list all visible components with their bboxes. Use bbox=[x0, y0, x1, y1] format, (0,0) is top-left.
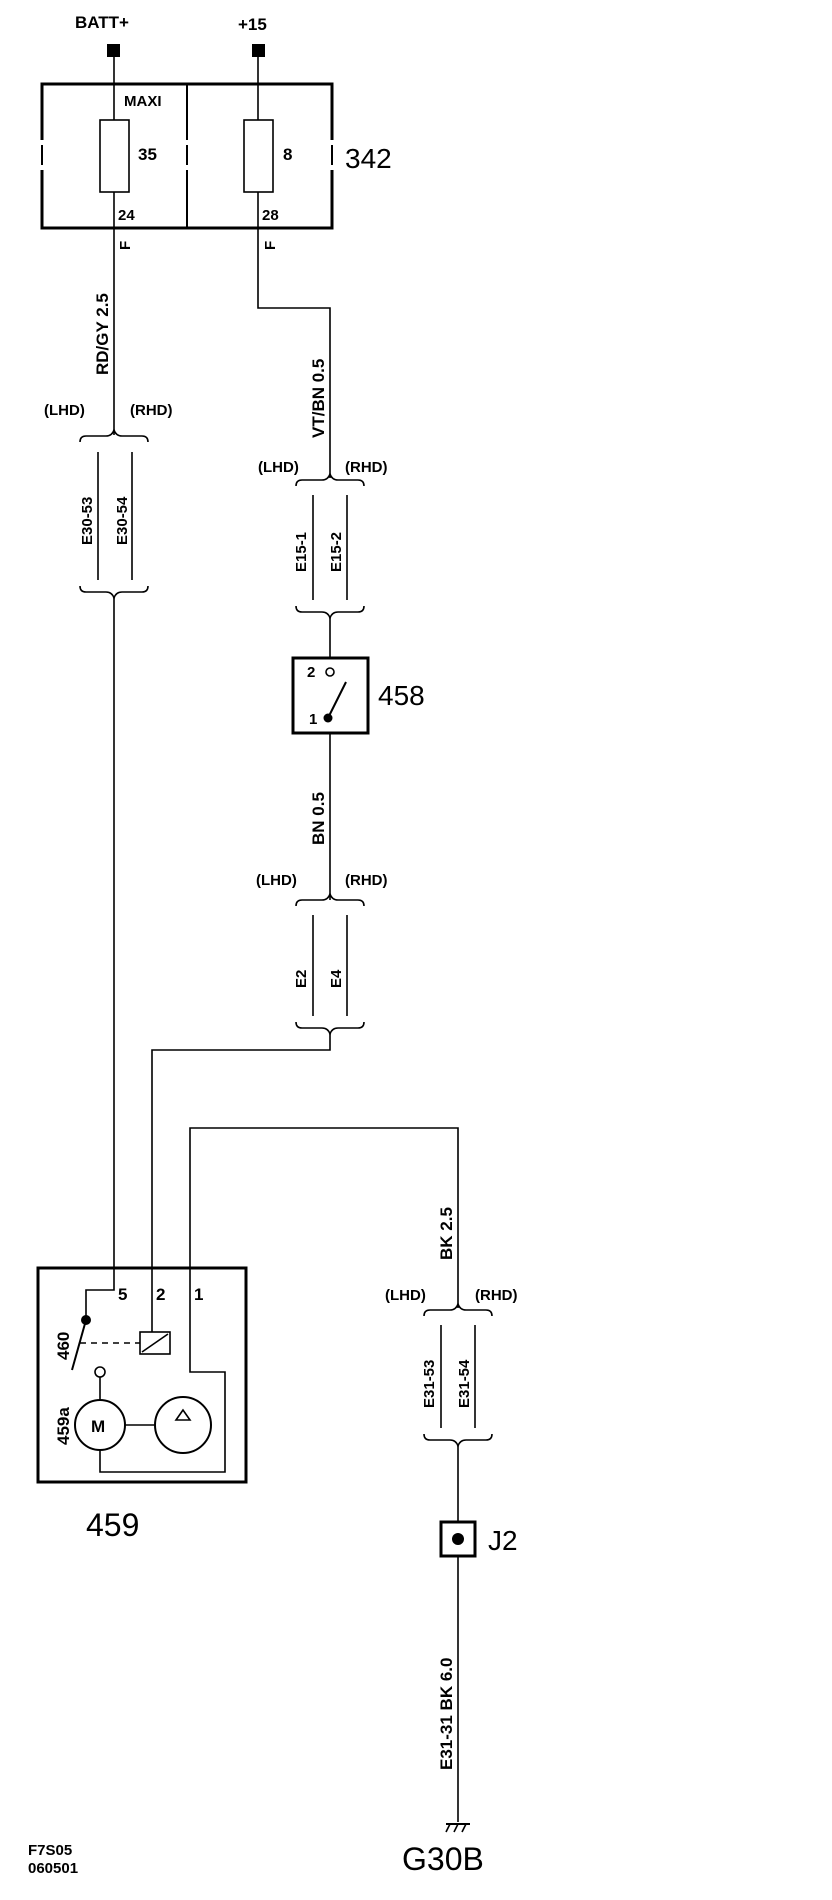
pump-icon bbox=[154, 1396, 212, 1454]
e31-right-pin: E31-54 bbox=[456, 1359, 473, 1408]
pump-pin-5: 5 bbox=[118, 1285, 127, 1304]
e31-rhd-label: (RHD) bbox=[475, 1287, 518, 1304]
motor-id: 459a bbox=[54, 1407, 73, 1445]
e30-rhd-label: (RHD) bbox=[130, 402, 173, 419]
maxi-label: MAXI bbox=[124, 93, 162, 110]
batt-terminal bbox=[107, 44, 120, 57]
fuse-35 bbox=[99, 119, 130, 193]
diagram-code: F7S05 bbox=[28, 1842, 72, 1859]
e30-left-pin: E30-53 bbox=[79, 497, 96, 545]
switch-pin-2: 2 bbox=[307, 664, 315, 681]
wire-bk-label: BK 2.5 bbox=[437, 1207, 456, 1260]
fuse-pin-right: 28 bbox=[262, 207, 279, 224]
junction-id: J2 bbox=[488, 1525, 518, 1556]
fuse-right-f: F bbox=[262, 241, 279, 250]
ground-icon bbox=[445, 1823, 470, 1833]
pump-pin-2: 2 bbox=[156, 1285, 165, 1304]
batt-terminal-label: BATT+ bbox=[75, 13, 129, 32]
motor-symbol: M bbox=[91, 1417, 105, 1436]
junction-j2 bbox=[439, 1520, 477, 1558]
fuse-left-f: F bbox=[117, 241, 134, 250]
e30-lhd-label: (LHD) bbox=[44, 402, 85, 419]
e2e4-rhd-label: (RHD) bbox=[345, 872, 388, 889]
e4-pin: E4 bbox=[328, 969, 345, 988]
e2-pin: E2 bbox=[293, 970, 310, 988]
e15-right-pin: E15-2 bbox=[328, 532, 345, 572]
fuse-pin-left: 24 bbox=[118, 207, 135, 224]
pump-pin-1: 1 bbox=[194, 1285, 203, 1304]
ign-terminal bbox=[252, 44, 265, 57]
e31-left-pin: E31-53 bbox=[421, 1360, 438, 1408]
ign-terminal-label: +15 bbox=[238, 15, 267, 34]
e30-right-pin: E30-54 bbox=[114, 496, 131, 545]
connector-e2-e4 bbox=[295, 891, 365, 1037]
connector-e15 bbox=[295, 471, 365, 621]
switch-458: 2 1 bbox=[291, 656, 370, 735]
wire-bn-label: BN 0.5 bbox=[309, 792, 328, 845]
fuse-box-342: MAXI 35 8 24 28 bbox=[38, 57, 336, 230]
ground-id: G30B bbox=[402, 1841, 484, 1877]
e15-rhd-label: (RHD) bbox=[345, 459, 388, 476]
fuse-box-id: 342 bbox=[345, 143, 392, 174]
wire-rdgy-label: RD/GY 2.5 bbox=[93, 293, 112, 375]
e31-lhd-label: (LHD) bbox=[385, 1287, 426, 1304]
e15-lhd-label: (LHD) bbox=[258, 459, 299, 476]
fuse-8 bbox=[243, 119, 274, 193]
fuel-pump-assembly-459: 5 2 1 460 M 459a bbox=[36, 1266, 248, 1484]
fuse-right-number: 8 bbox=[283, 145, 292, 164]
e15-left-pin: E15-1 bbox=[293, 532, 310, 572]
relay-id: 460 bbox=[54, 1332, 73, 1360]
connector-e31 bbox=[423, 1301, 493, 1449]
wire-vtbn-label: VT/BN 0.5 bbox=[309, 359, 328, 438]
diagram-date: 060501 bbox=[28, 1860, 78, 1877]
wire-gnd-label: E31-31 BK 6.0 bbox=[437, 1658, 456, 1770]
e2e4-lhd-label: (LHD) bbox=[256, 872, 297, 889]
switch-pin-1: 1 bbox=[309, 711, 317, 728]
pump-assembly-id: 459 bbox=[86, 1507, 139, 1543]
switch-id: 458 bbox=[378, 680, 425, 711]
fuse-left-number: 35 bbox=[138, 145, 157, 164]
connector-e30 bbox=[79, 427, 149, 601]
